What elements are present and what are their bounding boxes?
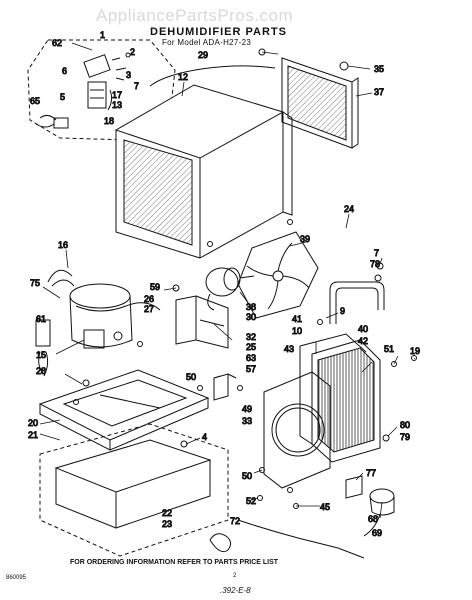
callout-24: 24 bbox=[344, 204, 354, 214]
callout-65: 65 bbox=[30, 96, 40, 106]
ordering-note: FOR ORDERING INFORMATION REFER TO PARTS … bbox=[70, 559, 279, 566]
callout-17: 17 bbox=[112, 90, 122, 100]
callout-42: 42 bbox=[358, 336, 368, 346]
callout-50-lower: 50 bbox=[242, 471, 252, 481]
callout-69: 69 bbox=[372, 528, 382, 538]
cabinet bbox=[114, 65, 293, 259]
bracket-49 bbox=[213, 373, 237, 401]
power-cord bbox=[209, 519, 365, 559]
callout-27: 27 bbox=[144, 304, 154, 314]
fan-motor bbox=[205, 267, 255, 311]
callout-39: 39 bbox=[300, 234, 310, 244]
watermark: AppliancePartsPros.com bbox=[96, 6, 294, 25]
callout-26: 26 bbox=[144, 294, 154, 304]
rear-grille bbox=[281, 57, 359, 149]
callout-19: 19 bbox=[410, 346, 420, 356]
coil-assembly bbox=[299, 333, 381, 463]
callout-15: 15 bbox=[36, 350, 46, 360]
callout-78: 78 bbox=[370, 259, 380, 269]
callout-29: 29 bbox=[198, 50, 208, 60]
callout-10: 10 bbox=[292, 326, 302, 336]
callout-77: 77 bbox=[366, 468, 376, 478]
callout-32: 32 bbox=[246, 332, 256, 342]
callout-63: 63 bbox=[246, 353, 256, 363]
callout-25: 25 bbox=[246, 342, 256, 352]
callout-45: 45 bbox=[320, 502, 330, 512]
base-frame-group bbox=[39, 423, 229, 557]
callout-52: 52 bbox=[246, 496, 256, 506]
callout-1: 1 bbox=[100, 30, 105, 40]
callout-35: 35 bbox=[374, 64, 384, 74]
bracket-77 bbox=[345, 475, 363, 499]
callout-28: 28 bbox=[36, 366, 46, 376]
callout-79: 79 bbox=[400, 432, 410, 442]
wire-harness bbox=[47, 269, 75, 287]
model-subtitle: For Model ADA-H27-23 bbox=[162, 38, 252, 47]
tubing bbox=[329, 281, 385, 324]
callout-7-inset: 7 bbox=[134, 81, 139, 91]
compressor bbox=[69, 283, 161, 349]
callout-80: 80 bbox=[400, 420, 410, 430]
base-pan bbox=[38, 369, 210, 451]
page-title: DEHUMIDIFIER PARTS bbox=[150, 26, 287, 38]
callout-68: 68 bbox=[368, 514, 378, 524]
callout-18: 18 bbox=[104, 116, 114, 126]
callout-9: 9 bbox=[340, 306, 345, 316]
callout-13: 13 bbox=[112, 100, 122, 110]
hardware bbox=[73, 48, 417, 509]
callout-57: 57 bbox=[246, 364, 256, 374]
callout-50-upper: 50 bbox=[186, 372, 196, 382]
callout-numbers: 62 1 2 6 3 7 5 17 13 65 18 29 35 37 12 2… bbox=[28, 30, 421, 539]
callout-22: 22 bbox=[162, 508, 172, 518]
callout-4: 4 bbox=[202, 432, 207, 442]
callout-41: 41 bbox=[292, 314, 302, 324]
callout-3: 3 bbox=[126, 70, 131, 80]
callout-62: 62 bbox=[52, 38, 62, 48]
callout-40: 40 bbox=[358, 324, 368, 334]
callout-61: 61 bbox=[36, 314, 46, 324]
callout-6: 6 bbox=[62, 66, 67, 76]
callout-37: 37 bbox=[374, 87, 384, 97]
callout-12: 12 bbox=[178, 72, 188, 82]
page-number: 2 bbox=[233, 573, 237, 579]
callout-20: 20 bbox=[28, 418, 38, 428]
leader-lines bbox=[39, 42, 416, 519]
callout-21: 21 bbox=[28, 430, 38, 440]
fan-bracket bbox=[175, 295, 229, 349]
callout-59: 59 bbox=[150, 282, 160, 292]
callout-72: 72 bbox=[230, 516, 240, 526]
callout-30: 30 bbox=[246, 312, 256, 322]
callout-33: 33 bbox=[242, 416, 252, 426]
callout-7: 7 bbox=[374, 248, 379, 258]
catalog-code: 860095 bbox=[6, 575, 27, 581]
callout-38: 38 bbox=[246, 302, 256, 312]
page-code: .392-E-8 bbox=[220, 586, 251, 595]
callout-51: 51 bbox=[384, 344, 394, 354]
callout-16: 16 bbox=[58, 240, 68, 250]
callout-2: 2 bbox=[130, 47, 135, 57]
callout-75: 75 bbox=[30, 278, 40, 288]
callout-49: 49 bbox=[242, 404, 252, 414]
callout-5: 5 bbox=[60, 92, 65, 102]
callout-23: 23 bbox=[162, 519, 172, 529]
relay-bracket bbox=[35, 319, 51, 377]
shroud-panel bbox=[263, 371, 331, 489]
callout-43: 43 bbox=[284, 344, 294, 354]
